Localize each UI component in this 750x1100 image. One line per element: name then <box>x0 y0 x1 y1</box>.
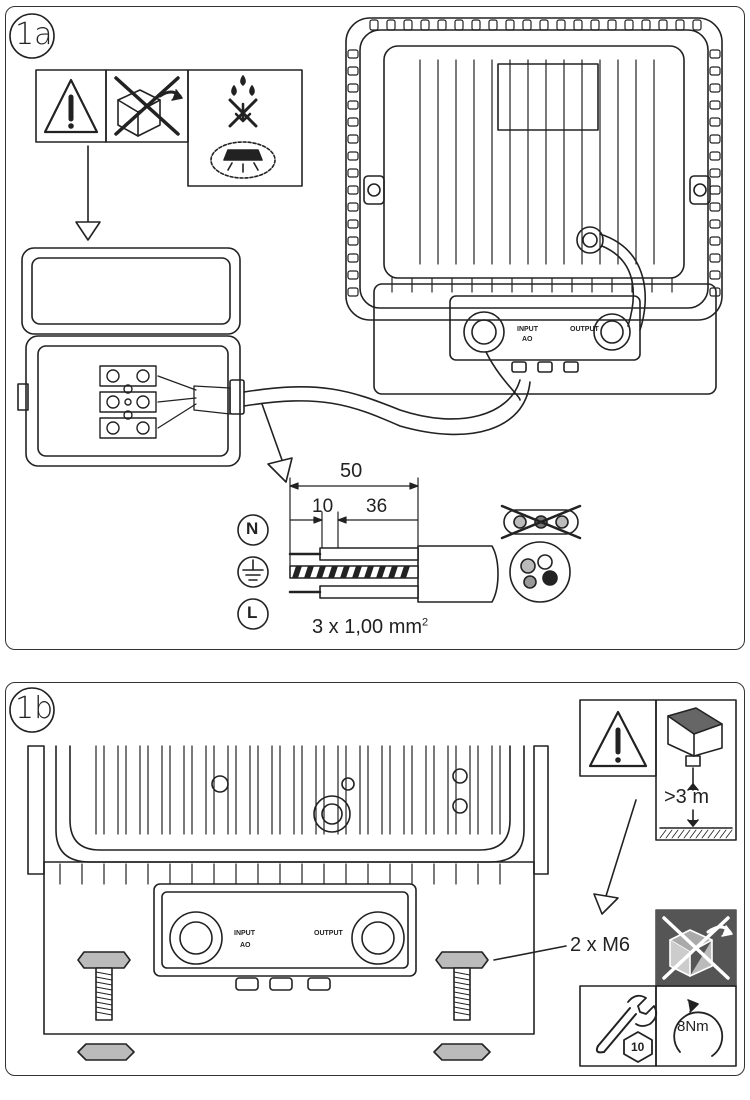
live-label: L <box>247 603 258 622</box>
torque-icon <box>655 985 737 1067</box>
screw-spec: 2 x M6 <box>570 934 631 956</box>
wrench-size: 10 <box>631 1040 645 1054</box>
output-port-label: OUTPUT <box>570 326 599 333</box>
heat-sink-fins <box>391 59 673 293</box>
warning-icon <box>35 69 107 143</box>
live-terminal-symbol <box>237 598 269 630</box>
bracket <box>363 175 711 205</box>
step-badge-1a <box>9 13 55 59</box>
warning-icon <box>579 699 657 777</box>
dimension-strip-short: 10 <box>312 496 334 517</box>
input-port-sublabel: AO <box>522 336 533 343</box>
bottom-ribs <box>59 863 501 885</box>
cable-spec-exponent: 2 <box>422 616 429 629</box>
step-label-1b: 1b <box>15 691 54 726</box>
screw-threads <box>95 971 471 1016</box>
neutral-terminal-symbol <box>237 514 269 546</box>
mounting-screw <box>77 951 489 1021</box>
cable-gland-top <box>576 226 646 331</box>
correct-cable-section-icon <box>509 541 571 603</box>
wrong-cable-section-icon <box>500 504 582 540</box>
pressure-valve <box>211 768 468 833</box>
water-drop-lamp-icon <box>187 69 303 187</box>
torque-value: 8Nm <box>677 1018 709 1035</box>
no-open-box-icon <box>655 909 737 987</box>
housing-edge-ribs <box>347 19 721 297</box>
nut <box>77 1043 491 1061</box>
earth-symbol <box>237 556 269 588</box>
mounting-height-spec: >3 m <box>664 786 710 808</box>
mounting-height-icon <box>655 699 737 841</box>
pointer-arrow <box>75 145 101 241</box>
hatch-ground <box>659 829 733 839</box>
install-arrow <box>593 799 637 915</box>
dimension-lines <box>289 477 419 567</box>
label-plate <box>497 63 599 131</box>
step-label-1a: 1a <box>15 17 53 52</box>
cable-spec-text: 3 x 1,00 mm <box>312 616 423 638</box>
earth-wire-stripes <box>292 566 410 578</box>
junction-box-base <box>17 335 245 467</box>
driver-box <box>153 883 417 991</box>
driver-box <box>373 283 717 401</box>
output-port-label: OUTPUT <box>314 930 343 937</box>
terminal-block <box>99 365 157 439</box>
panel-1b <box>5 682 745 1076</box>
cable-spec: 3 x 1,00 mm2 <box>312 616 428 639</box>
supply-cable <box>243 379 531 436</box>
dimension-strip-long: 36 <box>366 496 388 517</box>
input-port-label: INPUT <box>234 930 255 937</box>
input-port-label: INPUT <box>517 326 538 333</box>
wire-bundle <box>157 375 231 429</box>
dimension-total: 50 <box>340 460 363 482</box>
floodlight-bottom-view <box>27 745 549 1035</box>
input-port-sublabel: AO <box>240 942 251 949</box>
floodlight-back-view <box>345 17 723 321</box>
no-open-box-icon <box>105 69 189 143</box>
detail-arrow <box>261 403 293 483</box>
neutral-label: N <box>246 519 259 538</box>
step-badge-1b <box>9 687 55 733</box>
screw-leader-line <box>493 945 567 961</box>
junction-box-lid <box>21 247 241 335</box>
